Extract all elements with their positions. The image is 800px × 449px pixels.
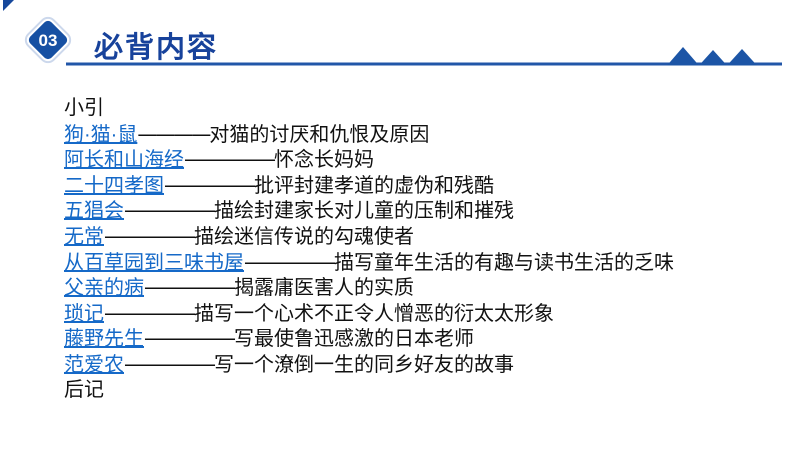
chapter-description: 怀念长妈妈 [274, 149, 374, 172]
dash-connector: ————— [184, 147, 276, 172]
toc-entry: 琐记—————描写一个心术不正令人憎恶的衍太太形象 [64, 301, 674, 327]
mountain-decor-3 [727, 49, 757, 66]
dash-connector: ————— [104, 223, 196, 248]
toc-entry: 无常—————描绘迷信传说的勾魂使者 [64, 224, 674, 250]
toc-outro: 后记 [64, 378, 104, 401]
chapter-link[interactable]: 二十四孝图 [64, 174, 164, 197]
chapter-link[interactable]: 阿长和山海经 [64, 149, 184, 172]
header-underline [66, 62, 782, 66]
chapter-description: 描写一个心术不正令人憎恶的衍太太形象 [194, 302, 554, 325]
toc-entry: 从百草园到三味书屋—————描写童年生活的有趣与读书生活的乏味 [64, 250, 674, 276]
chapter-link[interactable]: 无常 [64, 225, 104, 248]
toc-outro-line: 后记 [64, 378, 674, 404]
chapter-link[interactable]: 范爱农 [64, 353, 124, 376]
chapter-link[interactable]: 琐记 [64, 302, 104, 325]
chapter-description: 描绘封建家长对儿童的压制和摧残 [214, 200, 514, 223]
dash-connector: ————— [144, 275, 236, 300]
toc-entry: 五猖会—————描绘封建家长对儿童的压制和摧残 [64, 198, 674, 224]
toc-intro-line: 小引 [64, 96, 674, 122]
corner-triangle-decor [3, 0, 14, 11]
mountain-decor-1 [667, 47, 699, 66]
chapter-description: 写最使鲁迅感激的日本老师 [234, 328, 474, 351]
chapter-description: 描写童年生活的有趣与读书生活的乏味 [334, 251, 674, 274]
toc-entry: 藤野先生—————写最使鲁迅感激的日本老师 [64, 326, 674, 352]
toc-entry: 阿长和山海经—————怀念长妈妈 [64, 147, 674, 173]
toc-list: 小引 狗·猫·鼠————对猫的讨厌和仇恨及原因 阿长和山海经—————怀念长妈妈… [64, 96, 674, 403]
dash-connector: ————— [104, 300, 196, 325]
chapter-link[interactable]: 从百草园到三味书屋 [64, 251, 244, 274]
chapter-link[interactable]: 父亲的病 [64, 277, 144, 300]
dash-connector: ———— [137, 121, 211, 146]
toc-intro: 小引 [64, 97, 104, 119]
chapter-description: 描绘迷信传说的勾魂使者 [194, 225, 414, 248]
dash-connector: ————— [124, 351, 216, 376]
toc-entry: 父亲的病—————揭露庸医害人的实质 [64, 275, 674, 301]
chapter-link[interactable]: 五猖会 [64, 200, 124, 223]
chapter-description: 写一个潦倒一生的同乡好友的故事 [214, 353, 514, 376]
page-title: 必背内容 [94, 32, 219, 64]
chapter-description: 揭露庸医害人的实质 [234, 277, 414, 300]
dash-connector: ————— [244, 249, 336, 274]
section-number: 03 [38, 30, 58, 50]
toc-entry: 狗·猫·鼠————对猫的讨厌和仇恨及原因 [64, 122, 674, 148]
chapter-description: 对猫的讨厌和仇恨及原因 [209, 123, 430, 146]
toc-entry: 二十四孝图—————批评封建孝道的虚伪和残酷 [64, 173, 674, 199]
chapter-link[interactable]: 狗·猫·鼠 [64, 123, 138, 146]
header-decorations [3, 0, 782, 66]
mountain-decor-2 [699, 50, 727, 66]
chapter-link[interactable]: 藤野先生 [64, 328, 144, 351]
dash-connector: ————— [144, 326, 236, 351]
dash-connector: ————— [164, 172, 256, 197]
chapter-description: 批评封建孝道的虚伪和残酷 [254, 174, 494, 197]
dash-connector: ————— [124, 198, 216, 223]
toc-entry: 范爱农—————写一个潦倒一生的同乡好友的故事 [64, 352, 674, 378]
